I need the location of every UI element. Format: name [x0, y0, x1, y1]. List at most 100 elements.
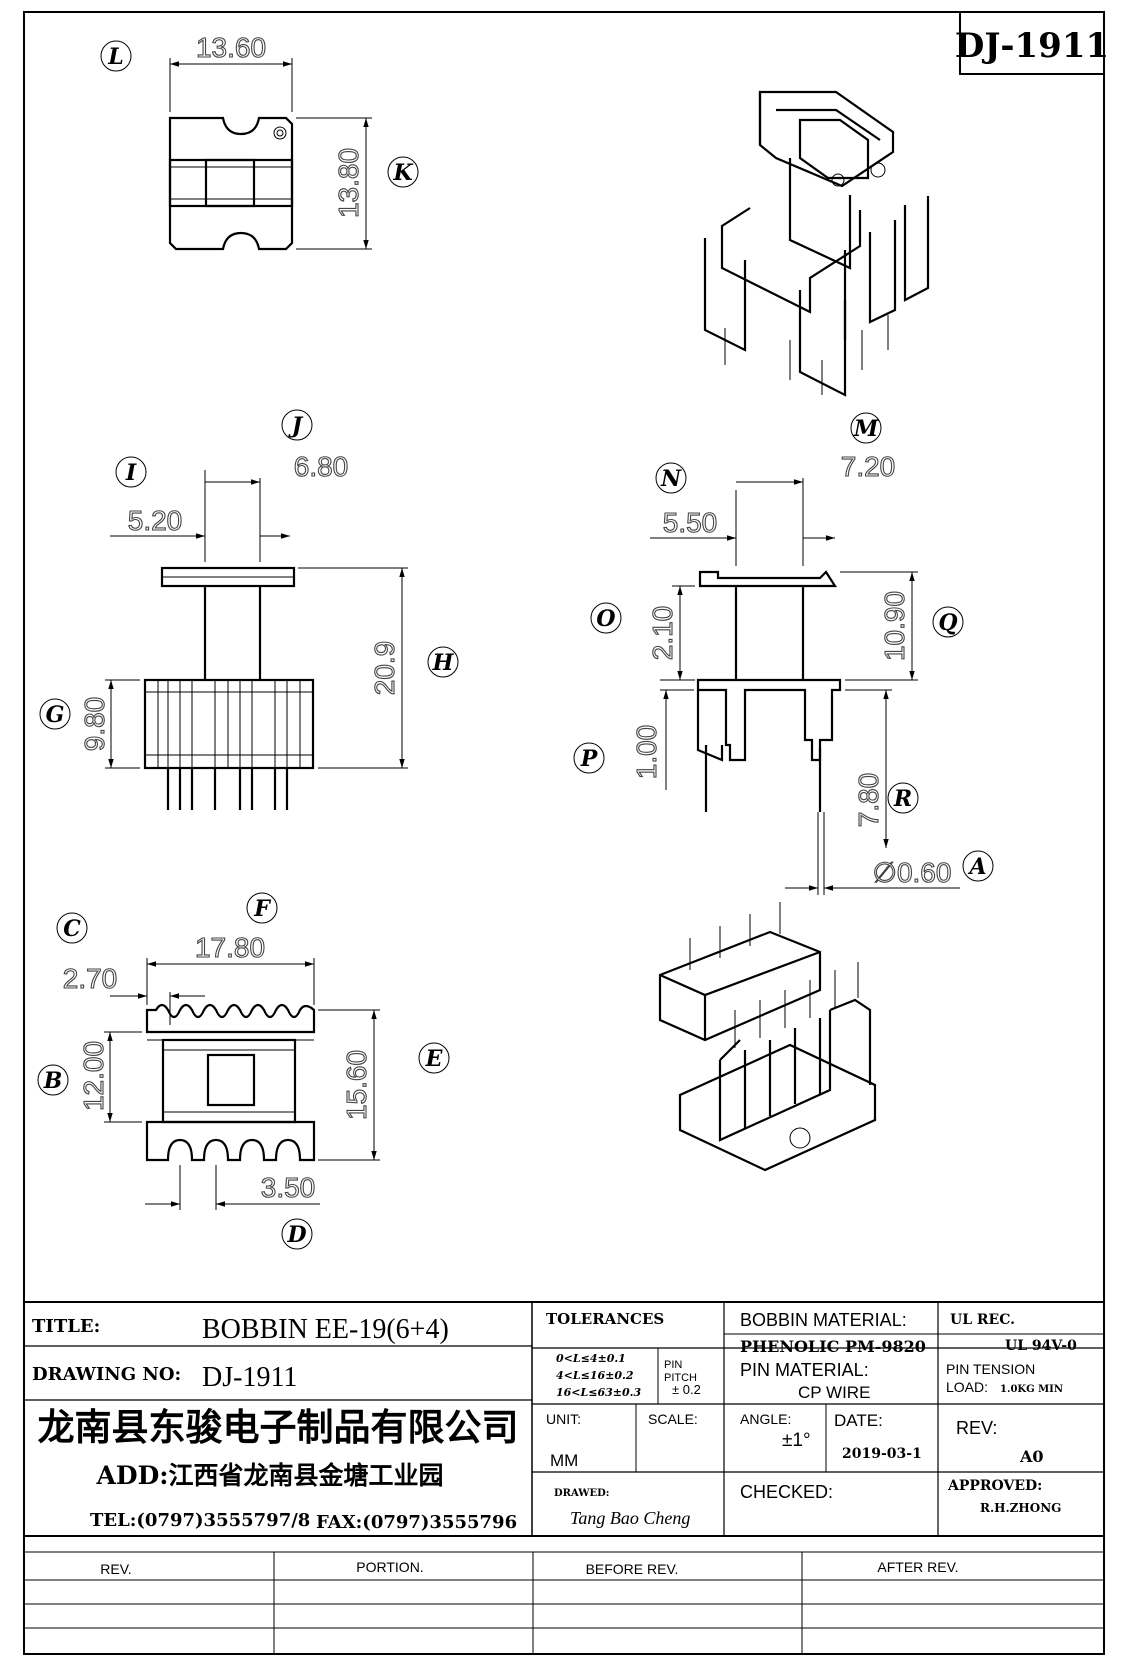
tolerance-3: 16<L≤63±0.3 [556, 1386, 641, 1399]
dim-front-height: 20.9 [369, 641, 400, 696]
dim-side-flange: 2.10 [647, 606, 678, 661]
pin-tension-value: 1.0KG MIN [1000, 1384, 1063, 1395]
callout-M: M [850, 412, 882, 444]
dim-side-total: 7.20 [841, 451, 896, 482]
angle-value: ±1° [782, 1430, 811, 1451]
callout-J: J [281, 409, 313, 441]
dim-front-left: 5.20 [128, 505, 183, 536]
svg-text:Q: Q [938, 610, 957, 636]
company-address: ADD:江西省龙南县金塘工业园 [96, 1461, 444, 1490]
svg-text:N: N [660, 466, 682, 492]
bottom-view: 17.80 2.70 12.00 15.60 3.50 [62, 931, 380, 1210]
dim-bottom-inner: 12.00 [78, 1041, 109, 1111]
svg-text:O: O [596, 606, 615, 632]
svg-text:G: G [46, 702, 65, 728]
callout-K: K [387, 156, 419, 188]
pin-material-value: CP WIRE [798, 1383, 870, 1402]
callout-A: A [962, 850, 994, 882]
callout-N: N [655, 462, 687, 494]
callout-Q: Q [932, 606, 964, 638]
svg-text:F: F [253, 896, 271, 922]
approved-label: APPROVED: [947, 1478, 1042, 1494]
svg-text:J: J [288, 413, 304, 439]
drawn-label: DRAWED: [554, 1488, 609, 1499]
callout-R: R [887, 782, 919, 814]
svg-text:E: E [425, 1046, 444, 1072]
bobbin-material-value: PHENOLIC PM-9820 [740, 1337, 926, 1356]
callouts: L K J I H G M N O Q P R A F C E B D [37, 40, 994, 1250]
dim-top-height: 13.80 [333, 148, 364, 218]
svg-text:L: L [107, 44, 123, 70]
pin-pitch-label-1: PIN [664, 1359, 682, 1371]
svg-text:R: R [893, 786, 912, 812]
dim-bottom-height: 15.60 [341, 1050, 372, 1120]
side-view: 7.20 5.50 2.10 10.90 1.00 7.80 ∅0.60 [630, 450, 960, 895]
tolerance-1: 0<L≤4±0.1 [556, 1352, 626, 1365]
callout-C: C [56, 912, 88, 944]
dim-bottom-width: 17.80 [195, 932, 265, 963]
callout-F: F [246, 892, 278, 924]
dim-front-total: 6.80 [294, 451, 349, 482]
rev-col-header: REV. [100, 1561, 131, 1577]
dim-side-upper: 10.90 [879, 591, 910, 661]
sheet-border [23, 11, 1105, 1655]
drawing-no-label: DRAWING NO: [32, 1364, 181, 1385]
before-rev-col-header: BEFORE REV. [586, 1561, 679, 1577]
dim-pin-pitch: 3.50 [261, 1172, 316, 1203]
top-view: 13.60 13.80 [168, 31, 372, 251]
date-label: DATE: [834, 1411, 883, 1430]
svg-text:B: B [43, 1068, 63, 1094]
unit-value: MM [550, 1451, 578, 1470]
pin-tension-load: LOAD: [946, 1379, 988, 1395]
angle-label: ANGLE: [740, 1411, 791, 1427]
dim-front-base: 9.80 [79, 697, 110, 752]
unit-label: UNIT: [546, 1411, 581, 1427]
approved-value: R.H.ZHONG [980, 1501, 1061, 1515]
callout-H: H [427, 646, 459, 678]
front-view: 6.80 5.20 20.9 9.80 [78, 450, 408, 810]
ul-rec-label: UL REC. [950, 1312, 1015, 1328]
company-fax: FAX:(0797)3555796 [316, 1512, 517, 1533]
callout-D: D [281, 1218, 313, 1250]
tolerances-label: TOLERANCES [546, 1310, 664, 1328]
svg-text:D: D [286, 1222, 306, 1248]
dim-side-pin: 7.80 [853, 773, 884, 828]
company-name: 龙南县东骏电子制品有限公司 [38, 1405, 519, 1449]
portion-col-header: PORTION. [356, 1559, 423, 1575]
callout-I: I [115, 456, 147, 488]
svg-text:A: A [967, 854, 986, 880]
tolerance-2: 4<L≤16±0.2 [556, 1369, 634, 1382]
dim-side-step: 1.00 [631, 725, 662, 780]
callout-L: L [100, 40, 132, 72]
callout-O: O [590, 602, 622, 634]
pin-pitch-label-2: PITCH [664, 1372, 697, 1384]
scale-label: SCALE: [648, 1411, 698, 1427]
svg-text:C: C [63, 916, 81, 942]
svg-text:H: H [432, 650, 455, 676]
svg-text:I: I [125, 460, 137, 486]
pin-tension-label: PIN TENSION [946, 1361, 1035, 1377]
title-value: BOBBIN EE-19(6+4) [202, 1314, 449, 1345]
dim-pin-diameter: ∅0.60 [873, 857, 952, 888]
rev-value: A0 [1019, 1447, 1044, 1466]
callout-P: P [573, 742, 605, 774]
callout-E: E [418, 1042, 450, 1074]
drawing-code-box: DJ-1911 [955, 11, 1109, 75]
pin-material-label: PIN MATERIAL: [740, 1360, 869, 1380]
drawn-value: Tang Bao Cheng [570, 1508, 690, 1528]
callout-G: G [39, 698, 71, 730]
title-label: TITLE: [32, 1316, 100, 1337]
date-value: 2019-03-1 [842, 1446, 922, 1462]
after-rev-col-header: AFTER REV. [877, 1559, 958, 1575]
checked-label: CHECKED: [740, 1482, 833, 1502]
ul-rec-value: UL 94V-0 [1005, 1338, 1077, 1354]
bobbin-material-label: BOBBIN MATERIAL: [740, 1310, 907, 1330]
revision-table: REV. PORTION. BEFORE REV. AFTER REV. [24, 1535, 1104, 1654]
dim-bottom-left: 2.70 [63, 963, 118, 994]
isometric-view-bottom [658, 902, 877, 1172]
svg-text:K: K [392, 160, 413, 186]
rev-label: REV: [956, 1418, 997, 1438]
dim-top-width: 13.60 [196, 32, 266, 63]
isometric-view-top [703, 90, 930, 397]
